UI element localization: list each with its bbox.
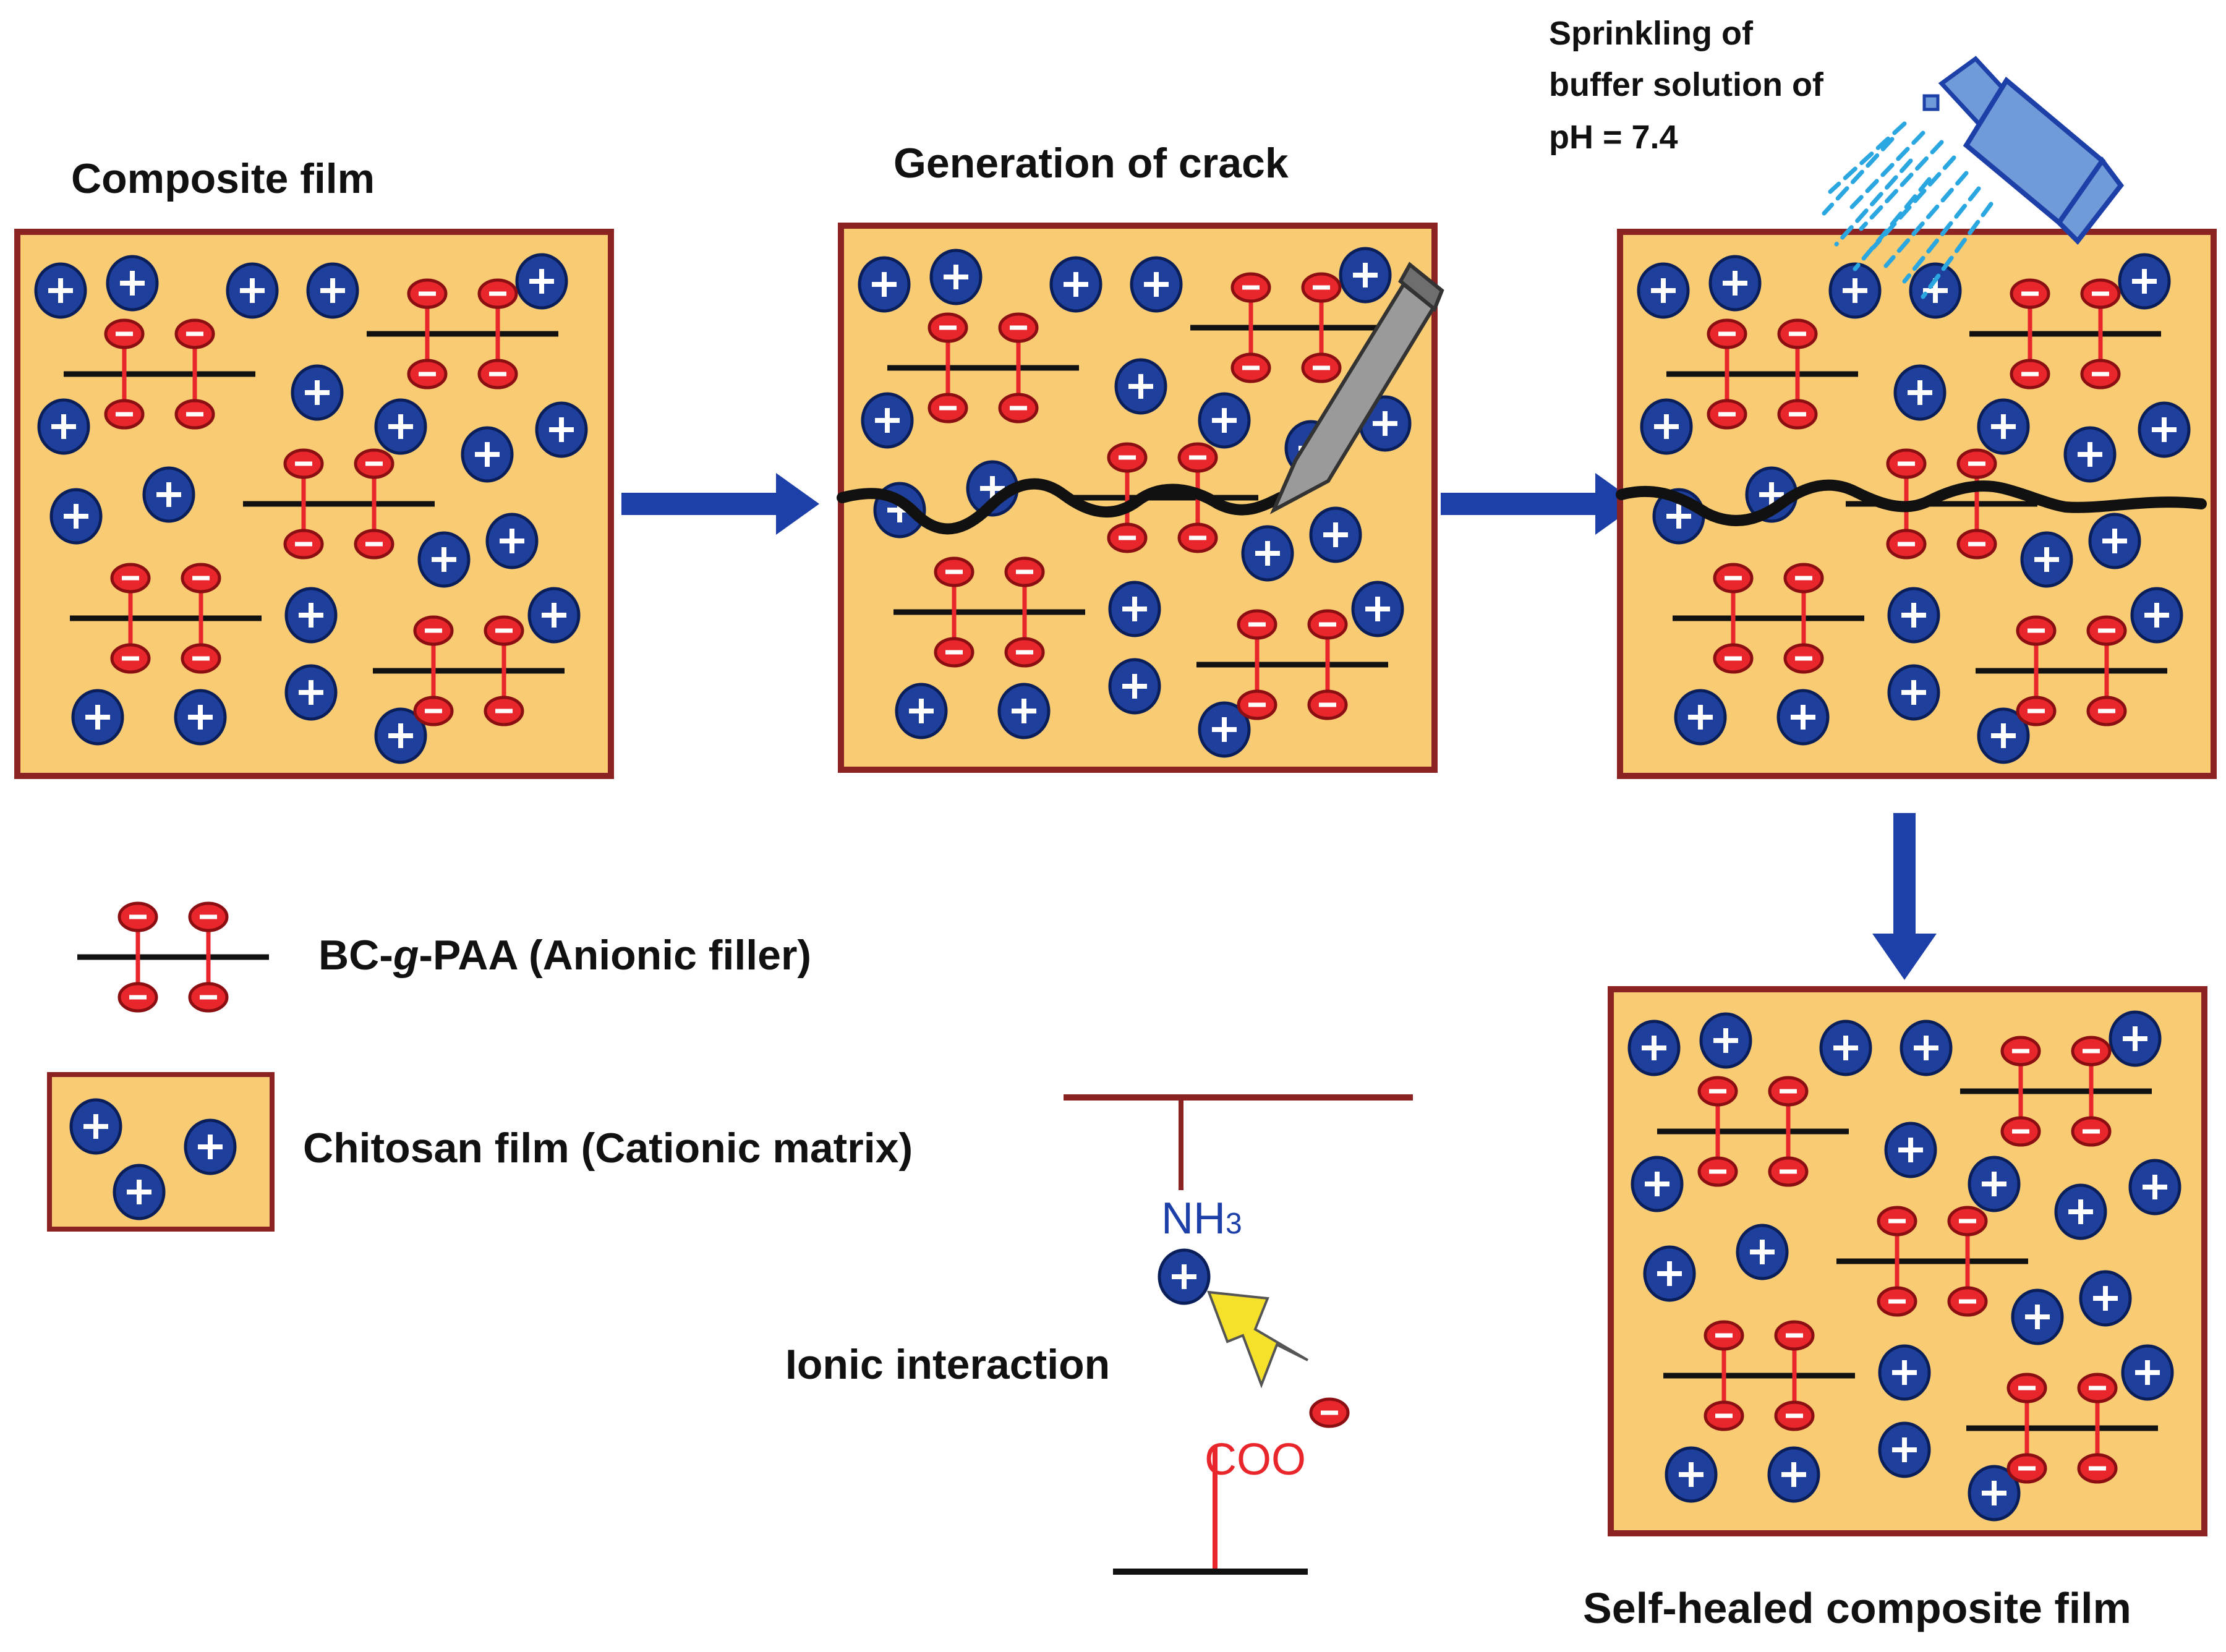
scalpel-icon bbox=[1269, 262, 1444, 514]
anionic-filler-legend-label: BC-g-PAA (Anionic filler) bbox=[318, 932, 811, 979]
composite-film-title: Composite film bbox=[71, 155, 375, 202]
ionic-interaction-detail: NH3 Ionic interaction COO bbox=[785, 1094, 1413, 1575]
generation-of-crack-title: Generation of crack bbox=[893, 140, 1289, 187]
svg-text:buffer solution of: buffer solution of bbox=[1549, 66, 1824, 103]
crack-line-2 bbox=[1616, 479, 2207, 526]
arrow-right-1 bbox=[621, 473, 819, 535]
lightning-bolt-icon bbox=[1206, 1290, 1309, 1389]
nh3-label: NH3 bbox=[1161, 1194, 1242, 1243]
spray-bottle-icon bbox=[1922, 56, 2125, 245]
anionic-filler-legend-symbol bbox=[77, 903, 269, 1011]
self-healed-panel bbox=[1611, 989, 2204, 1533]
sprinkling-label: Sprinkling of buffer solution of pH = 7.… bbox=[1549, 15, 1824, 156]
composite-film-panel bbox=[17, 232, 611, 776]
crack-line bbox=[837, 478, 1286, 535]
coo-label: COO bbox=[1205, 1435, 1306, 1484]
arrow-down bbox=[1872, 813, 1937, 980]
spray-drops bbox=[1822, 121, 1994, 299]
svg-text:pH = 7.4: pH = 7.4 bbox=[1549, 119, 1678, 156]
arrow-right-2 bbox=[1441, 473, 1639, 535]
nh3-cation-icon bbox=[1159, 1250, 1209, 1303]
cationic-matrix-legend-symbol bbox=[47, 1072, 275, 1232]
self-healed-title: Self-healed composite film bbox=[1583, 1584, 2131, 1632]
coo-anion-icon bbox=[1311, 1399, 1348, 1426]
ionic-interaction-label: Ionic interaction bbox=[785, 1341, 1110, 1388]
cationic-matrix-legend-label: Chitosan film (Cationic matrix) bbox=[303, 1125, 913, 1172]
svg-text:Sprinkling of: Sprinkling of bbox=[1549, 15, 1754, 52]
